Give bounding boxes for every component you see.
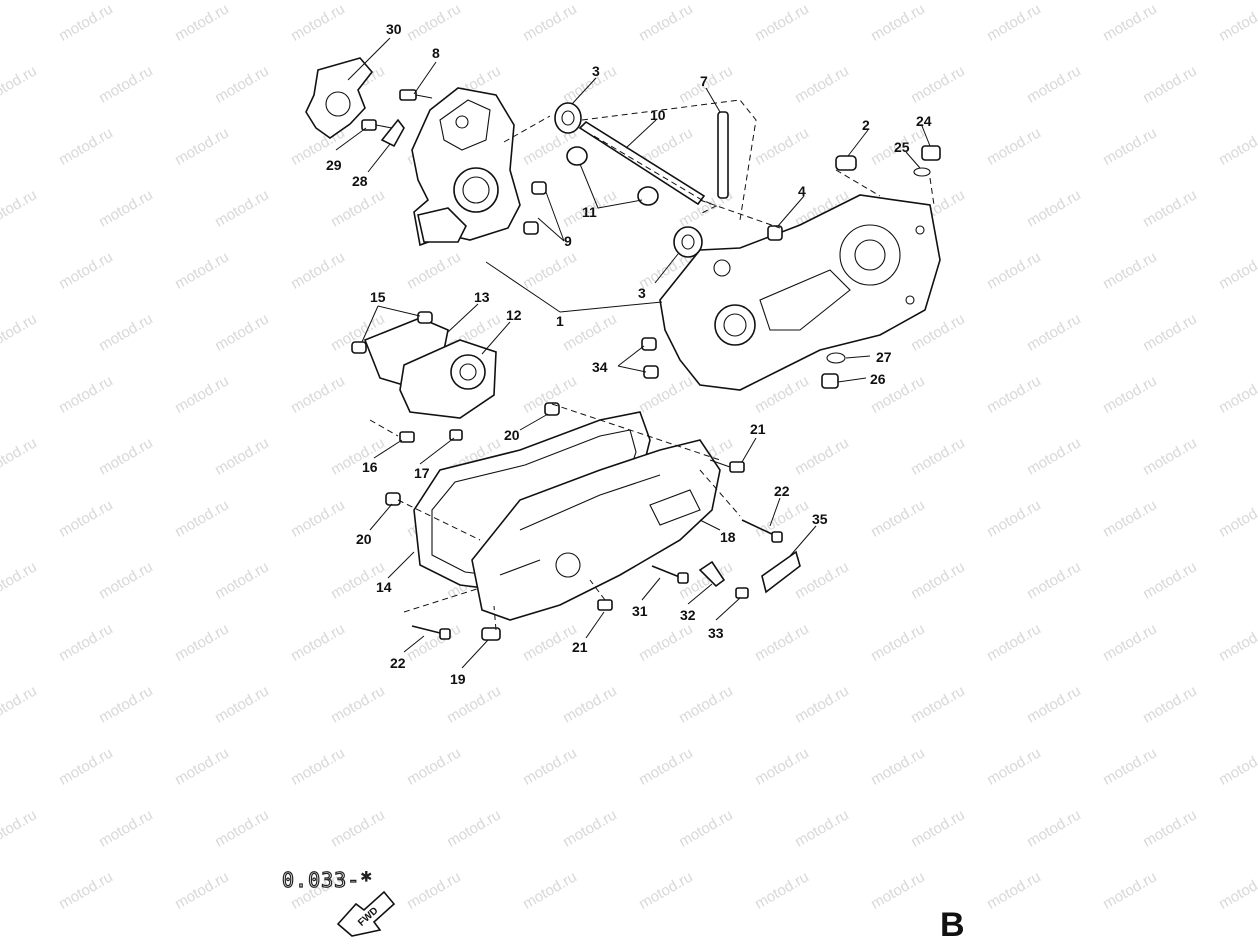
- pin-7: [717, 111, 729, 199]
- bolt-16: [399, 431, 415, 443]
- callout-10: 10: [650, 107, 666, 123]
- callout-19: 19: [450, 671, 466, 687]
- screw-17: [449, 429, 463, 441]
- gasket-30: [305, 57, 374, 139]
- crankcase-cover-18: [471, 439, 721, 621]
- label-35: [761, 550, 801, 594]
- bolt-31: [651, 565, 689, 584]
- o-ring-25: [913, 167, 931, 177]
- screw-33: [735, 587, 749, 599]
- fwd-arrow-icon: FWD: [336, 890, 396, 937]
- callout-33: 33: [708, 625, 724, 641]
- bolt-22: [411, 519, 783, 640]
- plug-26: [821, 373, 839, 389]
- dowel-2: [835, 155, 857, 171]
- callout-8: 9: [564, 233, 572, 249]
- gasket-30-hole: [325, 91, 351, 117]
- callout-18: 18: [720, 529, 736, 545]
- callout-34: 34: [592, 359, 608, 375]
- callout-3a: 3: [592, 63, 600, 79]
- callout-25: 25: [894, 139, 910, 155]
- callout-35: 35: [812, 511, 828, 527]
- dowel-34: [641, 337, 659, 379]
- clamp-32: [698, 560, 726, 588]
- callout-9: 8: [432, 45, 440, 61]
- callout-32: 32: [680, 607, 696, 623]
- callout-12: 12: [506, 307, 522, 323]
- callout-13: 13: [474, 289, 490, 305]
- cover-12: [399, 339, 497, 419]
- section-letter: B: [940, 906, 965, 944]
- oil-seal-11: [566, 146, 659, 206]
- callout-1: 1: [556, 313, 564, 329]
- callout-21b: 21: [572, 639, 588, 655]
- callout-26: 26: [870, 371, 886, 387]
- callout-3b: 3: [638, 285, 646, 301]
- dowel-pin-8: [523, 181, 547, 235]
- screw-29: [361, 119, 393, 131]
- callout-22b: 22: [390, 655, 406, 671]
- clip-28: [380, 118, 405, 148]
- callout-20b: 20: [356, 531, 372, 547]
- page-code: 0.033-*: [281, 867, 374, 892]
- washer-27: [826, 352, 846, 364]
- dowel-15: [351, 311, 433, 354]
- crankcase-right-half: [659, 194, 941, 391]
- callout-20a: 20: [504, 427, 520, 443]
- bolt-21: [597, 459, 745, 611]
- dowel-20: [385, 402, 560, 506]
- callout-17: 17: [414, 465, 430, 481]
- shaft-10: [578, 120, 706, 206]
- callout-numbers: 30 8 3 7 10 2 24 25 4 29 28 11 9 3 1 15 …: [326, 21, 932, 687]
- callout-14: 14: [376, 579, 392, 595]
- plug-24: [921, 145, 941, 161]
- callout-27: 27: [876, 349, 892, 365]
- leader-lines: [335, 37, 931, 669]
- callout-22a: 22: [774, 483, 790, 499]
- callout-4: 4: [798, 183, 806, 199]
- callout-29: 29: [326, 157, 342, 173]
- callout-11: 11: [582, 204, 597, 220]
- callout-2: 2: [862, 117, 870, 133]
- bush-4: [767, 225, 783, 241]
- bearing-3-lower: [673, 226, 703, 258]
- callout-15: 15: [370, 289, 386, 305]
- callout-21a: 21: [750, 421, 766, 437]
- bearing-3-upper: [554, 102, 582, 134]
- callout-7: 7: [700, 73, 708, 89]
- callout-16: 16: [362, 459, 378, 475]
- callout-28: 28: [352, 173, 368, 189]
- dowel-19: [481, 627, 501, 641]
- assembly-lines: [369, 99, 935, 631]
- callout-24: 24: [916, 113, 932, 129]
- screw-9: [399, 89, 433, 101]
- crankcase-left-half: [411, 87, 521, 247]
- callout-30: 30: [386, 21, 402, 37]
- callout-31: 31: [632, 603, 648, 619]
